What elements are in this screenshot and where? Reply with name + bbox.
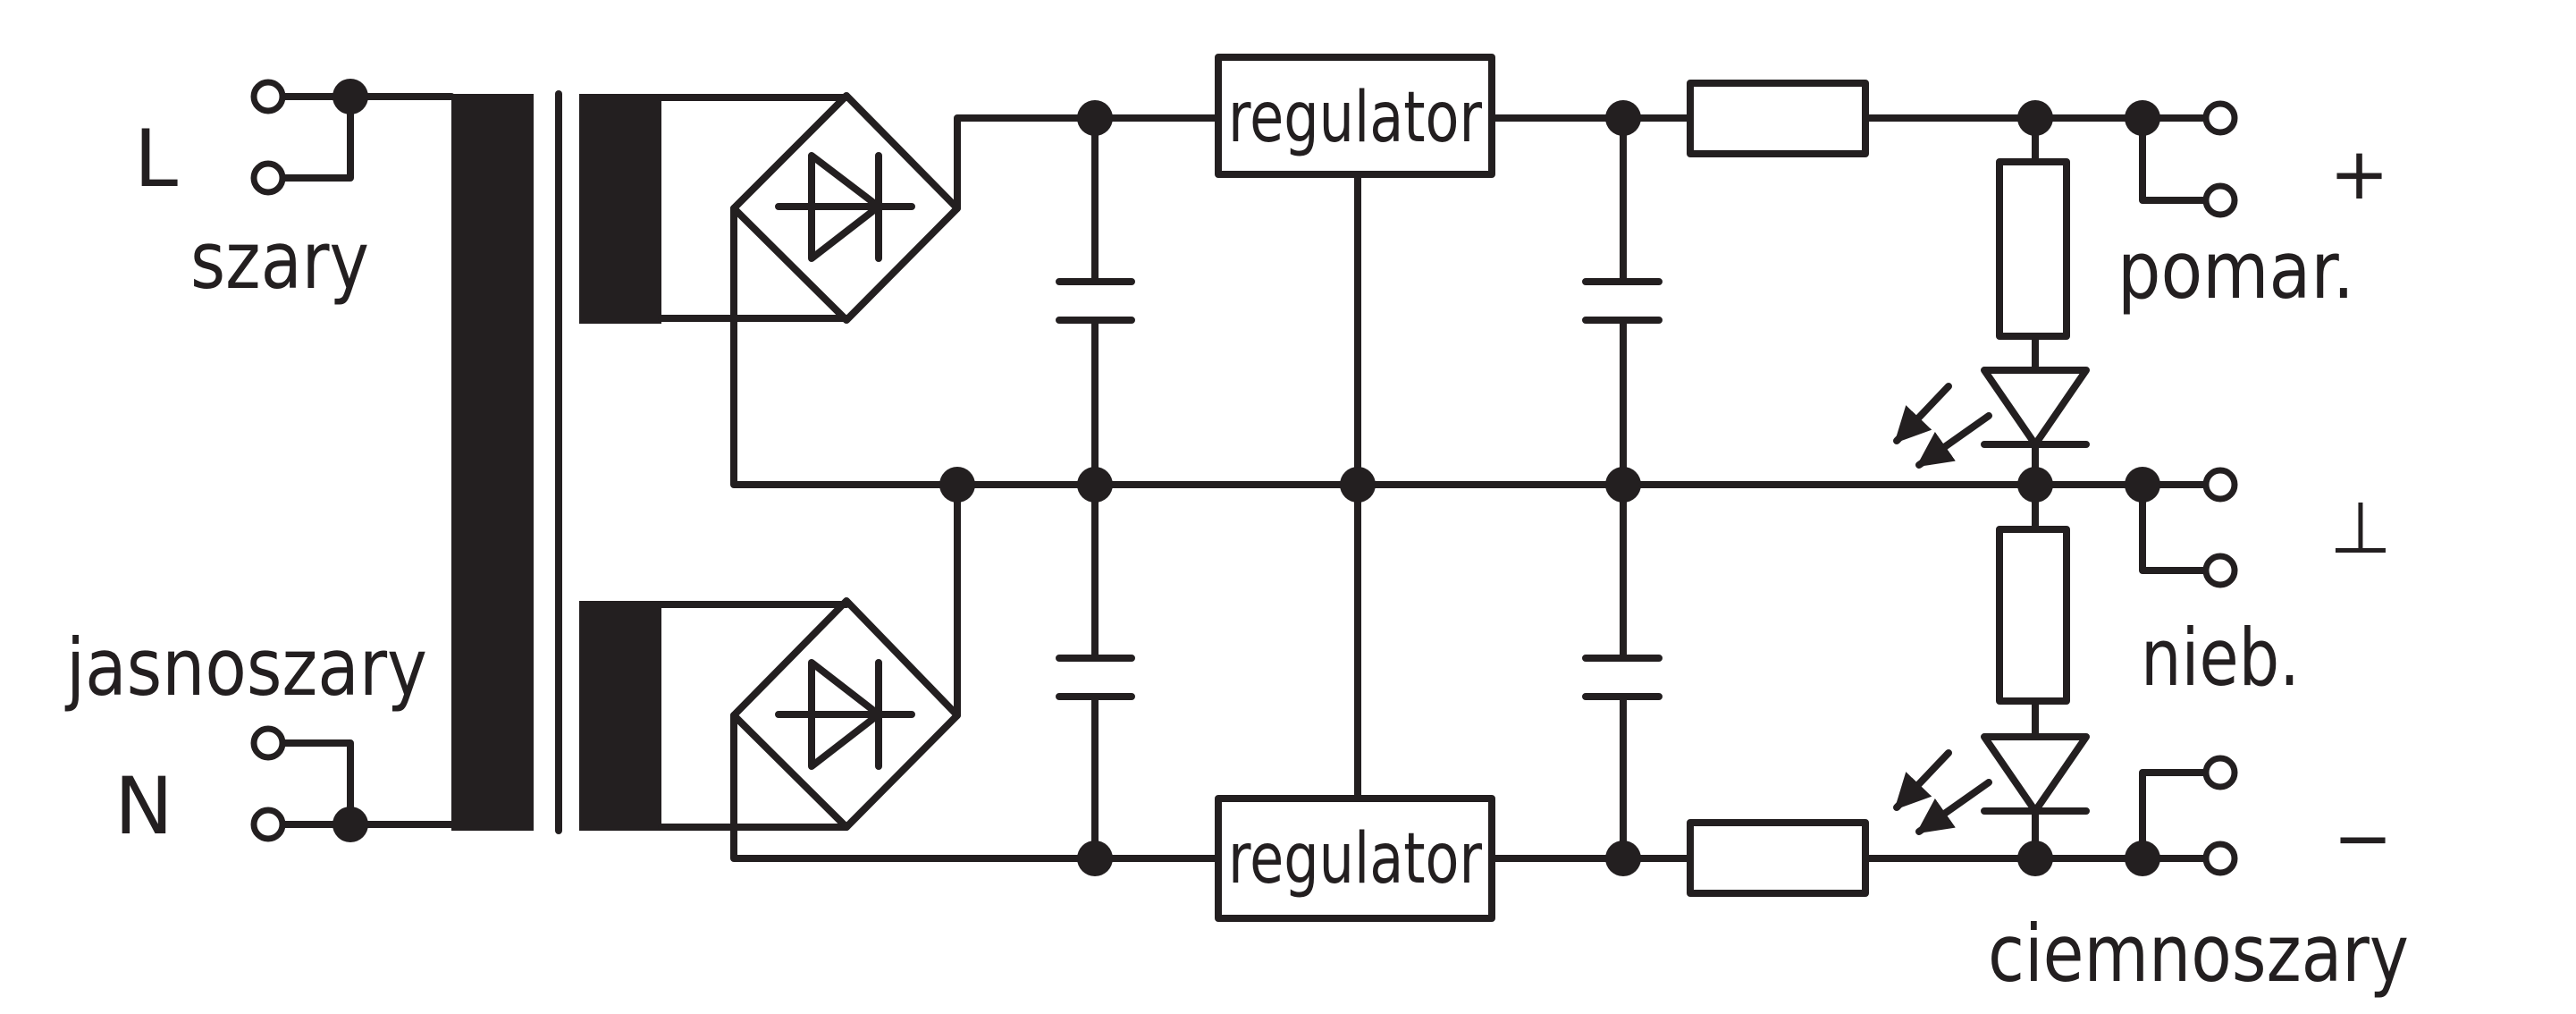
output-terminals	[2139, 100, 2238, 876]
indicator-led-top	[1893, 114, 2090, 488]
terminal-n2	[250, 807, 286, 842]
label-ciemnoszary: ciemnoszary	[1988, 908, 2409, 1000]
regulator-top-label: regulator	[1228, 78, 1483, 158]
regulator-top: regulator	[1215, 54, 1495, 178]
fuse-bottom	[1687, 819, 1869, 897]
terminal-plus-2	[2202, 182, 2238, 218]
diode-icon	[775, 152, 915, 262]
transformer	[451, 90, 661, 834]
terminal-ground-2	[2202, 553, 2238, 588]
indicator-led-bottom	[1893, 481, 2090, 862]
label-szary: szary	[190, 215, 369, 307]
terminal-ground-1	[2202, 467, 2238, 503]
label-nieb: nieb.	[2141, 612, 2300, 704]
label-plus: +	[2329, 132, 2389, 215]
bridge-rectifier-bottom	[658, 481, 1099, 862]
bridge-rectifier-top	[658, 92, 1099, 488]
terminal-n1	[250, 725, 286, 761]
diode-icon	[775, 659, 915, 770]
led-icon	[1981, 733, 2090, 815]
label-jasnoszary: jasnoszary	[64, 621, 427, 714]
regulator-bottom: regulator	[1215, 795, 1495, 922]
terminal-minus-2	[2202, 841, 2238, 876]
label-l: L	[134, 113, 178, 205]
junction-dots	[939, 100, 2160, 876]
led-icon	[1981, 367, 2090, 448]
junction-dot	[333, 79, 368, 114]
terminal-minus-1	[2202, 755, 2238, 790]
label-minus: −	[2333, 797, 2393, 880]
label-pomar: pomar.	[2117, 224, 2354, 317]
terminal-plus-1	[2202, 100, 2238, 136]
primary-winding	[451, 94, 534, 831]
label-ground: ⊥	[2329, 486, 2392, 570]
resistor	[1996, 158, 2070, 340]
input-l-terminals	[250, 79, 455, 196]
terminal-l2	[250, 160, 286, 196]
terminal-l1	[250, 79, 286, 114]
secondary-winding-top	[579, 94, 661, 324]
fuse-top	[1687, 80, 1869, 157]
secondary-winding-bottom	[579, 601, 661, 831]
label-n: N	[114, 760, 173, 852]
input-n-terminals	[250, 725, 455, 842]
resistor	[1996, 526, 2070, 705]
junction-dot	[333, 807, 368, 842]
regulator-bottom-label: regulator	[1228, 819, 1483, 900]
